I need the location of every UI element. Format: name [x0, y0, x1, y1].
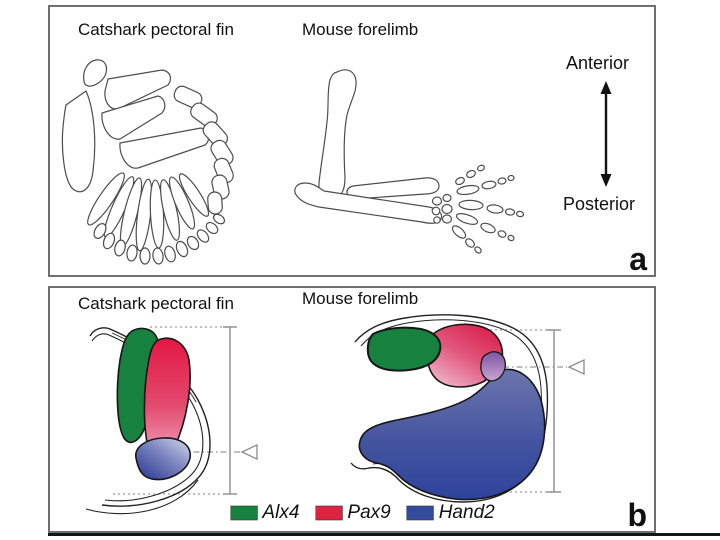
axis-label-anterior: Anterior	[566, 53, 630, 73]
mouse-level-marker-triangle-icon	[567, 358, 585, 376]
legend-item-alx4: Alx4	[230, 502, 299, 524]
panel-a: Catshark pectoral fin Mouse forelimb Ant…	[48, 5, 656, 277]
mouse-limbbud-expression-drawing	[350, 314, 585, 503]
mouse-hand2-domain	[358, 368, 546, 501]
gene-legend: Alx4 Pax9 Hand2	[230, 502, 495, 524]
hand2-swatch-icon	[406, 505, 435, 521]
panel-a-title-catshark: Catshark pectoral fin	[78, 20, 234, 39]
catshark-fin-skeleton-drawing	[61, 59, 234, 265]
mouse-measure-bar	[547, 329, 561, 493]
catshark-level-marker-triangle-icon	[240, 443, 258, 461]
panel-b-title-catshark: Catshark pectoral fin	[78, 294, 234, 313]
mouse-alx4-domain	[366, 326, 442, 372]
mouse-pax9-hand2-overlap	[480, 351, 506, 382]
legend-label-hand2: Hand2	[438, 502, 495, 523]
catshark-finbud-expression-drawing	[85, 326, 258, 515]
legend-label-alx4: Alx4	[262, 502, 300, 523]
catshark-measure-bar	[223, 326, 237, 495]
axis-label-posterior: Posterior	[563, 194, 636, 214]
figure-bottom-rule	[48, 533, 720, 536]
panel-a-letter: a	[629, 241, 647, 277]
panel-b-letter: b	[627, 497, 647, 533]
legend-label-pax9: Pax9	[347, 502, 391, 523]
panel-b: Catshark pectoral fin Mouse forelimb	[48, 286, 656, 533]
panel-b-title-mouse: Mouse forelimb	[302, 289, 419, 308]
panel-a-title-mouse: Mouse forelimb	[302, 20, 419, 39]
catshark-hand2-domain	[135, 437, 191, 481]
catshark-finbud-outline	[85, 327, 211, 515]
legend-item-pax9: Pax9	[315, 502, 391, 524]
anterior-posterior-arrow-icon	[600, 81, 612, 187]
mouse-forelimb-skeleton-drawing	[294, 69, 525, 254]
alx4-swatch-icon	[230, 505, 258, 521]
legend-item-hand2: Hand2	[406, 502, 495, 524]
pax9-swatch-icon	[315, 505, 343, 521]
